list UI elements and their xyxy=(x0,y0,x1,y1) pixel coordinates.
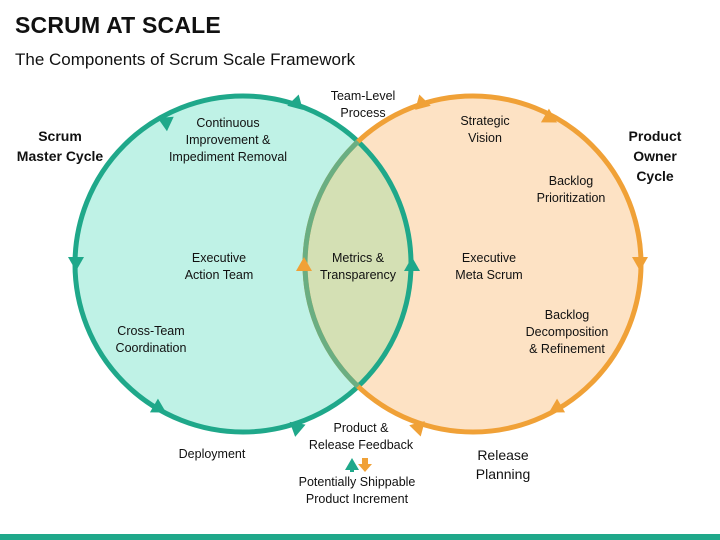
bottom-accent-bar xyxy=(0,534,720,540)
label-product-owner-cycle: Product Owner Cycle xyxy=(628,128,682,184)
arrow-overlap-right xyxy=(404,257,420,271)
label-metrics-transparency: Metrics & Transparency xyxy=(320,251,396,282)
label-executive-meta-scrum: Executive Meta Scrum xyxy=(455,251,523,282)
page-subtitle: The Components of Scrum Scale Framework xyxy=(15,50,356,69)
label-product-release-feedback: Product & Release Feedback xyxy=(308,421,414,452)
label-cross-team-coordination: Cross-Team Coordination xyxy=(115,324,187,355)
label-team-level-process: Team-Level Process xyxy=(330,89,396,120)
arrow-right-lower xyxy=(409,421,425,437)
label-potentially-shippable: Potentially Shippable Product Increment xyxy=(298,475,416,506)
arrow-right-side xyxy=(632,257,648,271)
label-backlog-decomposition: Backlog Decomposition & Refinement xyxy=(525,308,609,356)
page-title: SCRUM AT SCALE xyxy=(15,12,221,38)
arrow-right-top xyxy=(415,94,431,110)
arrow-left-lower xyxy=(289,421,306,437)
up-down-arrows-icon xyxy=(345,458,372,472)
arrow-right-upper xyxy=(540,108,558,123)
label-continuous-improvement: Continuous Improvement & Impediment Remo… xyxy=(168,116,288,164)
arrow-right-bottom xyxy=(548,398,566,413)
arrow-overlap-left xyxy=(296,257,312,271)
label-deployment: Deployment xyxy=(178,447,246,461)
label-strategic-vision: Strategic Vision xyxy=(460,114,510,145)
label-backlog-prioritization: Backlog Prioritization xyxy=(536,174,606,205)
arrow-left-upper xyxy=(287,94,303,110)
arrow-left-bottom xyxy=(149,398,167,413)
label-scrum-master-cycle: Scrum Master Cycle xyxy=(16,128,104,164)
label-executive-action-team: Executive Action Team xyxy=(184,251,254,282)
label-release-planning: Release Planning xyxy=(475,447,531,482)
arrow-left-top xyxy=(157,116,174,132)
arrow-left-side xyxy=(68,257,84,271)
